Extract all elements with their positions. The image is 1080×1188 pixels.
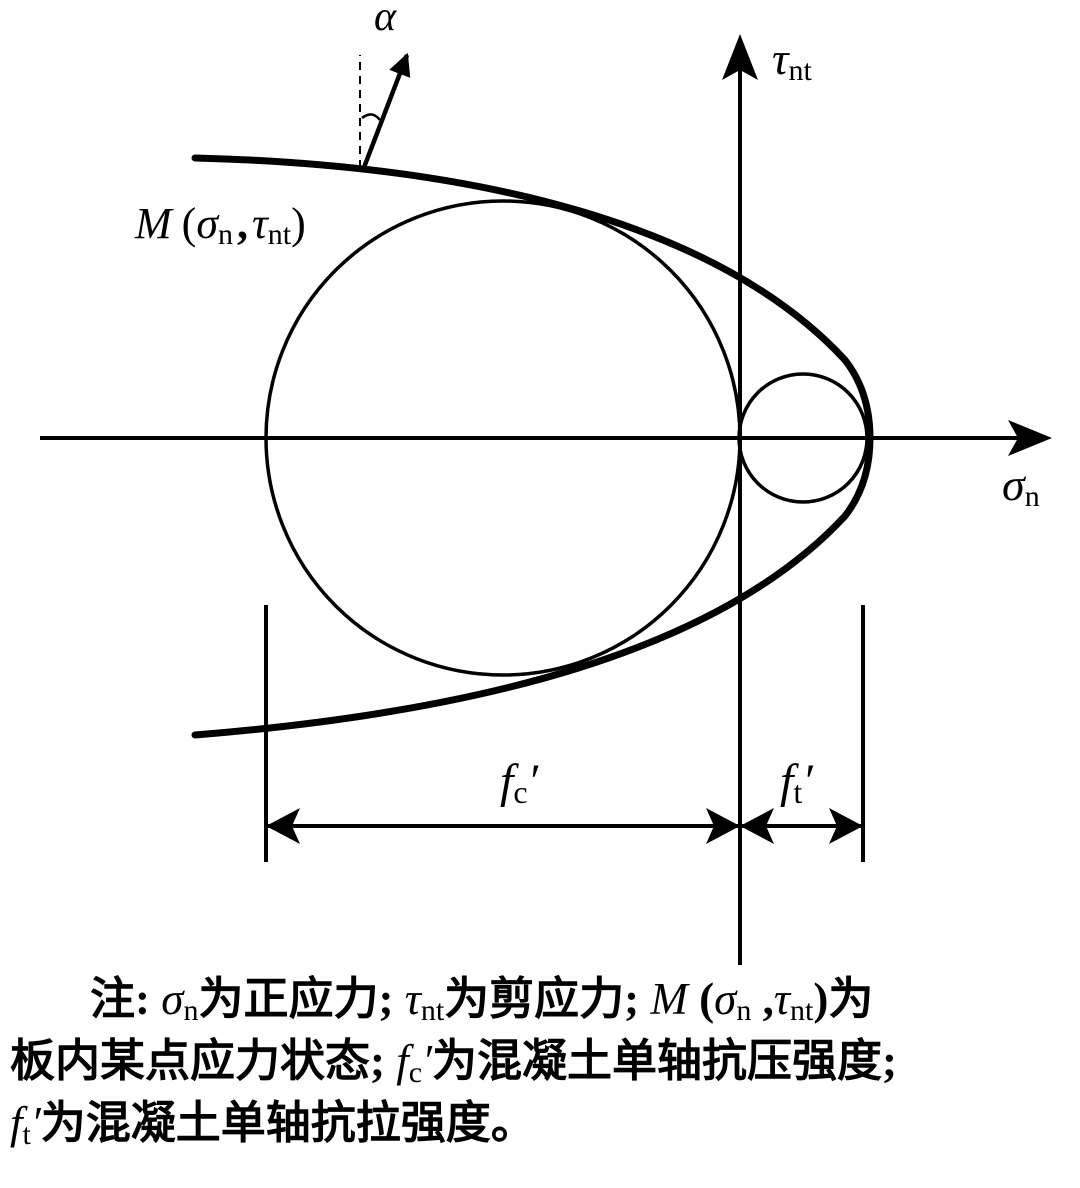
point-M-label: M(σn,τnt) xyxy=(134,199,306,251)
fc-arrow-right xyxy=(706,808,740,844)
ft-label: ft′ xyxy=(780,755,814,810)
normal-direction-arrow xyxy=(360,52,411,171)
failure-envelope-curve xyxy=(191,154,874,739)
ft-arrow-left xyxy=(740,808,774,844)
failure-envelope-diagram: α τnt σn M(σn,τnt) fc′ ft′ xyxy=(40,0,1052,965)
note-line-1: 注: σn为正应力; τnt为剪应力; M (σn ,τnt)为 xyxy=(90,974,874,1027)
alpha-label: α xyxy=(374,0,397,40)
tau-axis-arrowhead xyxy=(722,34,758,80)
ft-arrow-right xyxy=(829,808,863,844)
sigma-axis-label: σn xyxy=(1002,459,1040,513)
figure-note: 注: σn为正应力; τnt为剪应力; M (σn ,τnt)为 板内某点应力状… xyxy=(10,968,1078,1154)
fc-arrow-left xyxy=(266,808,300,844)
sigma-axis-arrowhead xyxy=(1008,420,1052,456)
tau-axis-label: τnt xyxy=(772,33,812,87)
note-line-2: 板内某点应力状态; fc′为混凝土单轴抗压强度; xyxy=(10,1036,897,1089)
note-line-3: ft′为混凝土单轴抗拉强度。 xyxy=(10,1098,536,1151)
angle-alpha-arc xyxy=(361,113,381,121)
fc-label: fc′ xyxy=(500,755,540,810)
